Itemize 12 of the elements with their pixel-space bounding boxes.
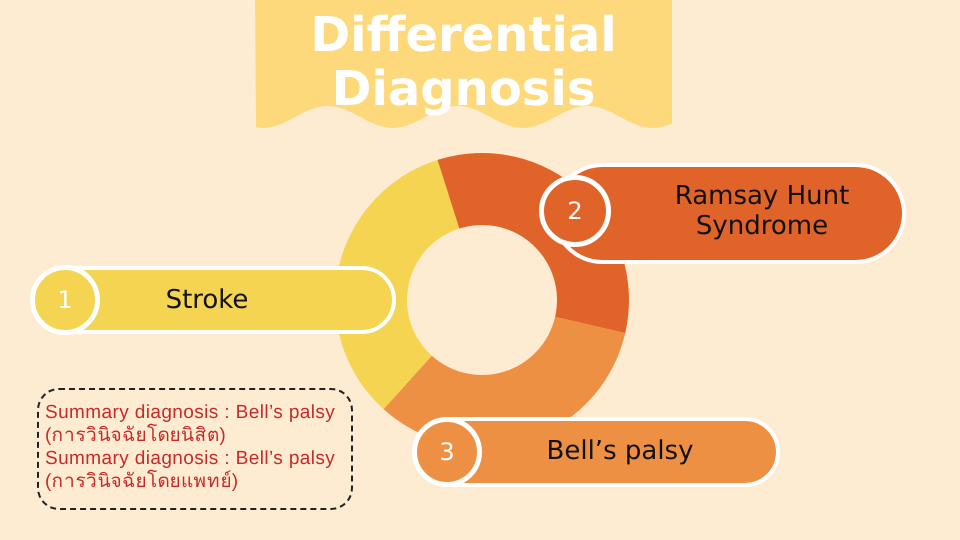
note-text: Summary diagnosis : Bell’s palsy (การวินิจฉัยโดยแพทย์): [45, 447, 336, 493]
note-box: [37, 388, 353, 510]
note-text: Summary diagnosis : Bell’s palsy (การวินิจฉัยโดยนิสิต): [45, 401, 336, 447]
diagnosis-name: Bell’s palsy: [546, 436, 694, 466]
diagnosis-name: Stroke: [166, 285, 248, 315]
title: Differential Diagnosis: [310, 8, 617, 116]
step-number: 1: [57, 286, 73, 314]
step-number: 2: [567, 197, 583, 225]
numbered-pill: [412, 417, 780, 487]
step-number: 3: [439, 438, 455, 466]
numbered-pill: [539, 163, 906, 264]
diagnosis-name: Ramsay Hunt Syndrome: [674, 181, 850, 241]
